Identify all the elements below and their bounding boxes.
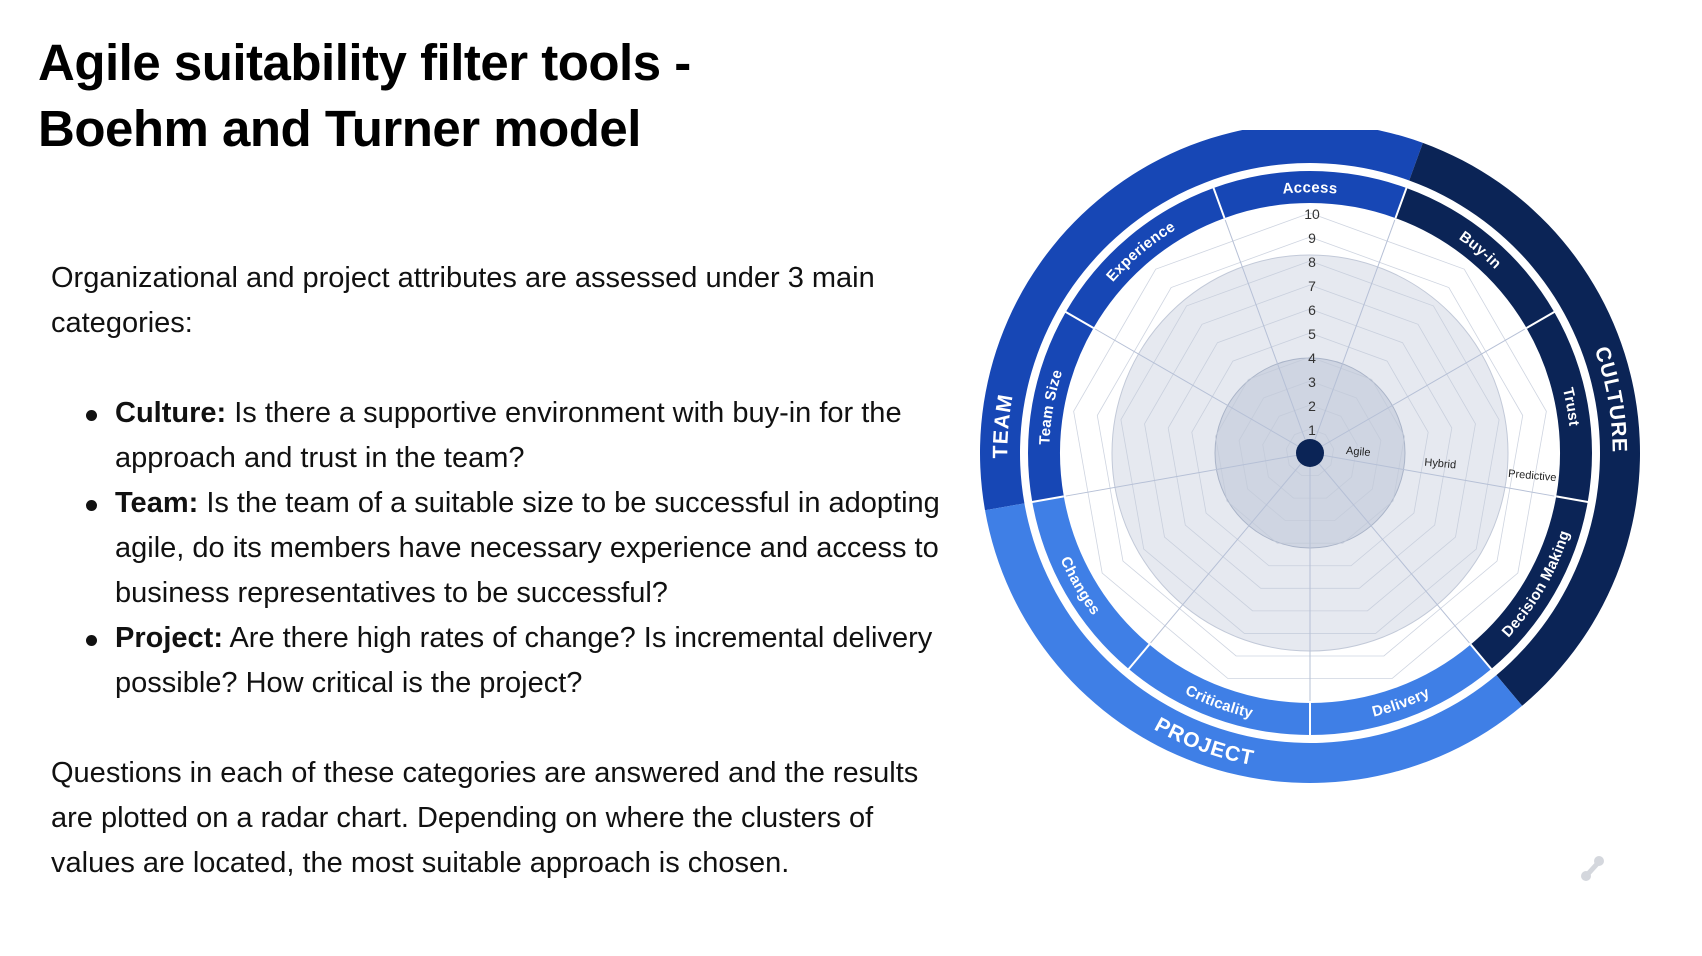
description: Organizational and project attributes ar… xyxy=(51,256,951,886)
band-divider xyxy=(1064,310,1094,329)
scale-tick-label: 6 xyxy=(1308,302,1316,318)
spoke-line xyxy=(1224,219,1311,454)
list-item-team: Team: Is the team of a suitable size to … xyxy=(86,481,951,616)
band-divider xyxy=(1526,310,1556,329)
spoke-label: Access xyxy=(1282,179,1339,197)
spoke-label-band xyxy=(1310,644,1492,735)
conclusion-paragraph: Questions in each of these categories ar… xyxy=(51,757,919,879)
scale-tick-label: 9 xyxy=(1308,230,1316,246)
scale-tick-label: 10 xyxy=(1304,206,1320,222)
list-item-culture: Culture: Is there a supportive environme… xyxy=(86,391,951,481)
band-divider xyxy=(1212,186,1226,219)
spoke-line xyxy=(1065,452,1311,497)
spoke-line xyxy=(1150,452,1311,644)
spoke-line xyxy=(1309,452,1555,497)
list-item-text: Is the team of a suitable size to be suc… xyxy=(115,487,940,609)
category-ring-project xyxy=(985,503,1523,783)
logo-icon xyxy=(1581,856,1604,881)
list-item-project: Project: Are there high rates of change?… xyxy=(86,616,951,706)
category-label-team: TEAM xyxy=(989,392,1017,458)
spoke-line xyxy=(1094,328,1311,454)
category-list: Culture: Is there a supportive environme… xyxy=(51,391,951,706)
scale-tick-label: 5 xyxy=(1308,326,1316,342)
category-ring-culture xyxy=(1409,142,1640,706)
spoke-label-band xyxy=(1395,188,1555,328)
spoke-line xyxy=(1309,452,1470,644)
scale-tick-label: 2 xyxy=(1308,398,1316,414)
list-item-term: Project: xyxy=(115,622,223,654)
intro-paragraph: Organizational and project attributes ar… xyxy=(51,262,875,339)
spoke-label-band xyxy=(1470,496,1588,670)
boehm-turner-radar-diagram: TEAMCULTUREPROJECTAccessBuy-inTrustDecis… xyxy=(980,130,1640,783)
band-divider xyxy=(1556,495,1589,504)
spoke-label: Trust xyxy=(1559,386,1582,427)
spoke-label-band xyxy=(1526,312,1592,502)
title-line-1: Agile suitability filter tools - xyxy=(38,34,691,91)
zone-label-predictive: Predictive xyxy=(1508,468,1557,484)
spoke-label-band xyxy=(1213,171,1407,219)
zone-label-hybrid: Hybrid xyxy=(1424,457,1457,472)
scale-tick-label: 1 xyxy=(1308,422,1316,438)
list-item-text: Is there a supportive environment with b… xyxy=(115,397,902,474)
list-item-text: Are there high rates of change? Is incre… xyxy=(115,622,933,699)
scale-tick-label: 7 xyxy=(1308,278,1316,294)
spoke-line xyxy=(1309,219,1396,454)
zone-label-agile: Agile xyxy=(1346,445,1371,459)
scale-tick-label: 8 xyxy=(1308,254,1316,270)
center-dot xyxy=(1296,439,1324,467)
band-divider xyxy=(1127,643,1151,671)
spoke-label-band xyxy=(1065,188,1225,328)
list-item-term: Team: xyxy=(115,487,199,519)
page-title: Agile suitability filter tools - Boehm a… xyxy=(38,30,798,162)
scale-tick-label: 3 xyxy=(1308,374,1316,390)
title-line-2: Boehm and Turner model xyxy=(38,100,641,157)
band-divider xyxy=(1394,186,1408,219)
spoke-label-band xyxy=(1028,312,1094,502)
list-item-term: Culture: xyxy=(115,397,227,429)
band-divider xyxy=(1031,495,1064,504)
spoke-label-band xyxy=(1032,496,1150,670)
spoke-label-band xyxy=(1128,644,1310,735)
spoke-line xyxy=(1309,328,1526,454)
band-divider xyxy=(1469,643,1493,671)
scale-tick-label: 4 xyxy=(1308,350,1316,366)
category-ring-team xyxy=(980,130,1423,511)
